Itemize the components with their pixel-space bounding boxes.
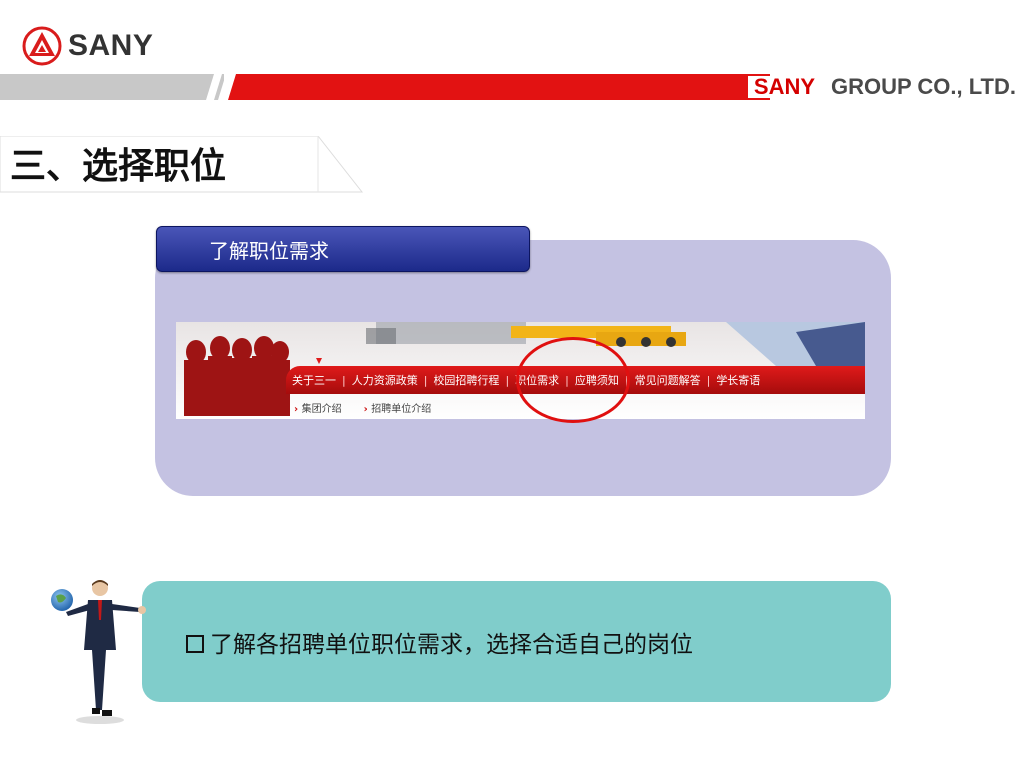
nav-item-campus-schedule[interactable]: 校园招聘行程: [433, 374, 500, 387]
group-sany-text: SANY: [747, 76, 822, 98]
bullet-text: 了解各招聘单位职位需求，选择合适自己的岗位: [210, 632, 693, 658]
page-title: 三、选择职位: [10, 146, 227, 187]
square-bullet-icon: [186, 635, 204, 653]
sub-item-group-intro[interactable]: 集团介绍: [294, 400, 342, 415]
section-header-label: 了解职位需求: [209, 239, 329, 263]
businessman-illustration: [51, 580, 146, 724]
logo-text: SANY: [68, 29, 154, 62]
nav-item-alumni-words[interactable]: 学长寄语: [716, 374, 761, 387]
nav-item-about[interactable]: 关于三一: [292, 374, 336, 387]
nav-item-hr-policy[interactable]: 人力资源政策: [351, 374, 418, 387]
website-sub-nav: 集团介绍 招聘单位介绍: [294, 400, 432, 415]
bullet-item: 了解各招聘单位职位需求，选择合适自己的岗位: [186, 625, 693, 659]
nav-item-faq[interactable]: 常见问题解答: [634, 374, 701, 387]
bullet-box: 了解各招聘单位职位需求，选择合适自己的岗位: [142, 581, 891, 702]
group-rest-text: GROUP CO., LTD.: [831, 74, 1016, 99]
sany-emblem-icon: [22, 26, 62, 66]
highlight-circle: [516, 337, 630, 423]
group-name: SANY GROUP CO., LTD.: [747, 74, 1016, 100]
sub-item-unit-intro[interactable]: 招聘单位介绍: [364, 400, 431, 415]
title-tab: [0, 136, 364, 193]
sany-logo: SANY: [22, 24, 192, 68]
section-header: 了解职位需求: [156, 226, 530, 272]
